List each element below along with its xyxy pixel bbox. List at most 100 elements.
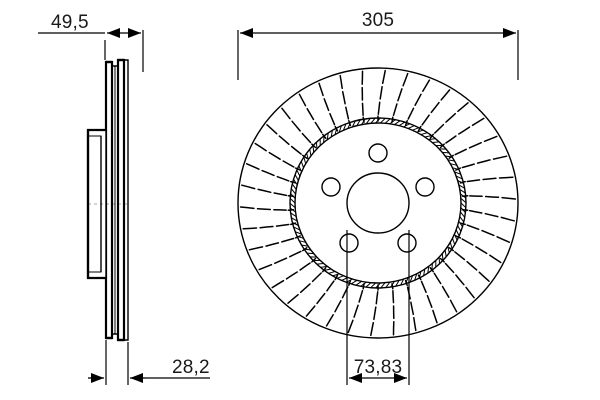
hatch-tick — [460, 198, 467, 204]
hatch-tick — [395, 280, 400, 287]
hatch-tick — [390, 281, 395, 288]
hatch-tick — [420, 132, 428, 135]
vent-fin-segment — [432, 309, 438, 324]
dimension-disc-thickness: 28,2 — [88, 340, 210, 385]
hatch-tick — [289, 197, 296, 204]
vent-fin-segment — [466, 224, 480, 231]
vent-fin-segment — [471, 117, 485, 127]
hatch-tick — [452, 238, 456, 245]
bolt-hole-lower-right — [397, 233, 417, 253]
vent-fin-segment — [301, 132, 312, 144]
vent-fin-segment — [311, 272, 322, 283]
hatch-tick — [338, 125, 342, 133]
vent-fin-segment — [445, 112, 457, 123]
vent-fin-segment — [444, 262, 455, 274]
dimension-centre-bore: 73,83 — [346, 230, 410, 385]
section-outer-ring — [104, 58, 129, 342]
vent-fin-segment — [433, 272, 442, 285]
hatch-tick — [290, 212, 297, 218]
hatch-tick — [398, 121, 406, 127]
hatch-tick — [351, 120, 356, 128]
hatch-tick — [291, 217, 298, 222]
hatch-tick — [290, 188, 296, 195]
vent-fin-segment — [257, 188, 272, 194]
vent-fin-segment — [314, 121, 323, 134]
hatch-tick — [444, 249, 447, 257]
vent-fin-segment — [256, 207, 272, 211]
vent-fin-segment — [413, 316, 417, 332]
hatch-tick — [306, 153, 309, 160]
vent-fin-segment — [468, 141, 482, 149]
vent-fin-segment — [483, 135, 498, 143]
vent-fin-segment — [492, 155, 508, 160]
vent-fin-segment — [347, 319, 354, 334]
hatch-tick — [301, 244, 309, 247]
hatch-tick — [332, 273, 340, 277]
vent-fin-segment — [282, 160, 295, 168]
hatch-tick — [334, 127, 338, 135]
hatch-tick — [404, 277, 409, 284]
vent-fin-segment — [316, 292, 326, 305]
vent-fin-group — [239, 69, 517, 337]
hatch-tick — [455, 229, 460, 237]
hatch-tick — [457, 225, 462, 232]
hatch-tick — [389, 119, 396, 125]
section-right-friction-plate — [116, 58, 126, 342]
vent-fin-segment — [298, 93, 307, 107]
section-rim-step-bottom — [124, 338, 129, 341]
vent-fin-segment — [461, 163, 475, 169]
hatch-tick — [296, 235, 304, 239]
bolt-hole-upper-left — [321, 177, 341, 197]
hatch-tick — [407, 125, 415, 129]
vent-fin-segment — [353, 304, 359, 318]
vent-fin-segment — [318, 82, 324, 97]
hatch-tick — [375, 282, 381, 289]
vent-fin-segment — [484, 212, 499, 218]
vent-fin-segment — [329, 112, 336, 126]
vent-fin-segment — [281, 107, 291, 120]
vent-fin-segment — [458, 126, 471, 135]
hatch-tick — [289, 202, 296, 208]
vent-fin-segment — [299, 262, 311, 271]
hatch-tick — [355, 280, 362, 286]
vent-fin-segment — [339, 74, 343, 90]
vent-fin-segment — [375, 291, 379, 305]
vent-fin-segment — [285, 271, 298, 280]
hatch-tick — [450, 163, 458, 166]
vent-fin-segment — [370, 321, 375, 337]
hatch-tick — [360, 281, 367, 287]
vent-fin-segment — [420, 280, 427, 294]
vent-fin-segment — [476, 159, 491, 164]
vent-fin-segment — [241, 184, 256, 190]
vent-fin-segment — [422, 79, 431, 92]
hatch-tick — [454, 171, 461, 175]
vent-fin-segment — [501, 196, 517, 200]
hatch-tick — [296, 169, 301, 177]
vent-fin-segment — [466, 179, 481, 183]
hatch-tick — [290, 193, 296, 199]
hatch-tick — [298, 165, 302, 173]
vent-fin-segment — [326, 280, 335, 292]
front-view — [237, 67, 519, 339]
hatch-tick — [427, 266, 430, 274]
vent-fin-segment — [498, 176, 514, 179]
hatch-tick — [304, 248, 311, 251]
vent-fin-segment — [242, 227, 258, 230]
hatch-tick — [454, 233, 458, 241]
vent-fin-segment — [426, 294, 433, 308]
vent-fin-segment — [496, 236, 511, 243]
vent-fin-segment — [489, 254, 502, 264]
hatch-tick — [442, 151, 450, 154]
vent-fin-segment — [361, 102, 364, 116]
vent-fin-segment — [421, 114, 430, 126]
vent-fin-segment — [410, 301, 415, 316]
hatch-tick — [375, 117, 381, 124]
hatch-tick — [400, 278, 405, 286]
hatch-tick — [455, 175, 463, 180]
hatch-tick — [459, 188, 466, 194]
vent-fin-segment — [258, 263, 273, 271]
vent-fin-segment — [379, 85, 383, 100]
section-vent-mouth-top — [111, 60, 119, 67]
vent-fin-segment — [381, 69, 386, 85]
hatch-tick — [418, 271, 422, 279]
